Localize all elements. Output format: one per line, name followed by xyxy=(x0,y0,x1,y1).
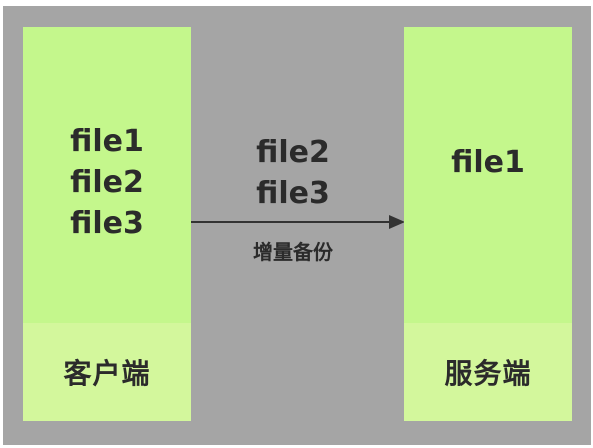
transfer-file-item: file3 xyxy=(256,176,330,211)
server-file-list: file1 xyxy=(404,142,572,183)
transfer-arrow-head xyxy=(389,215,405,229)
client-file-item: file1 xyxy=(70,124,144,159)
client-panel: file1 file2 file3 客户端 xyxy=(23,27,191,421)
transfer-file-list: file2 file3 xyxy=(223,132,363,214)
diagram-canvas: file1 file2 file3 客户端 file2 file3 增量备份 f… xyxy=(3,6,591,445)
server-panel-footer: 服务端 xyxy=(404,323,572,421)
transfer-label: 增量备份 xyxy=(253,240,333,264)
client-file-list: file1 file2 file3 xyxy=(23,121,191,244)
client-label: 客户端 xyxy=(63,357,151,390)
transfer-file-item: file2 xyxy=(256,135,330,170)
server-panel: file1 服务端 xyxy=(404,27,572,421)
client-file-item: file3 xyxy=(70,206,144,241)
server-label: 服务端 xyxy=(444,357,532,390)
client-panel-footer: 客户端 xyxy=(23,323,191,421)
client-file-item: file2 xyxy=(70,165,144,200)
client-panel-body: file1 file2 file3 xyxy=(23,27,191,323)
server-file-item: file1 xyxy=(451,145,525,180)
transfer-arrow xyxy=(191,215,405,229)
server-panel-body: file1 xyxy=(404,27,572,323)
